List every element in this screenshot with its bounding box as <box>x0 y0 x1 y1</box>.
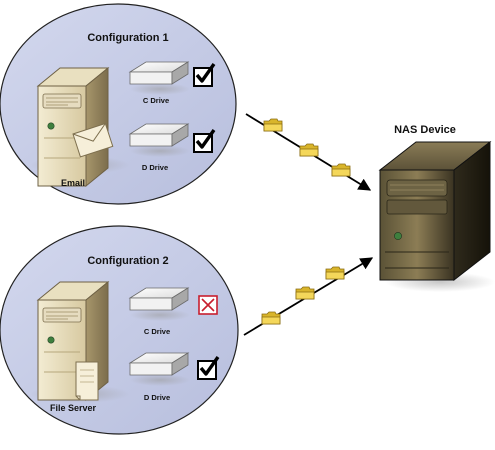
config2-c-drive-cross-icon <box>198 295 218 315</box>
nas-device-group: NAS Device <box>378 124 495 292</box>
file-server-label: File Server <box>50 403 97 413</box>
document-icon <box>75 361 99 401</box>
config1-c-drive-label: C Drive <box>143 96 169 105</box>
backup-flow-2 <box>243 257 374 336</box>
config1-d-drive-check-icon <box>192 128 216 154</box>
nas-device-label: NAS Device <box>394 124 456 136</box>
drive-shadow <box>130 145 190 157</box>
configuration-1-title: Configuration 1 <box>87 32 168 44</box>
folder-icon <box>263 118 283 132</box>
folder-icon <box>331 163 351 177</box>
config1-c-drive-check-icon <box>192 62 216 88</box>
folder-icon <box>299 143 319 157</box>
configuration-2-title: Configuration 2 <box>87 255 168 267</box>
config2-c-drive-label: C Drive <box>144 327 170 336</box>
nas-server-icon <box>378 140 492 282</box>
configuration-2-group: Configuration 2 File Server C Drive D Dr… <box>0 225 239 435</box>
envelope-icon <box>72 122 114 158</box>
backup-flow-1 <box>245 113 372 191</box>
folder-icon <box>325 266 345 280</box>
folder-icon <box>295 286 315 300</box>
drive-shadow <box>130 309 190 321</box>
folder-icon <box>261 311 281 325</box>
email-server-label: Email <box>61 178 85 188</box>
config1-d-drive-label: D Drive <box>142 163 168 172</box>
config2-d-drive-label: D Drive <box>144 393 170 402</box>
configuration-1-group: Configuration 1 Email C Drive D Drive <box>0 3 237 205</box>
drive-shadow <box>130 83 190 95</box>
drive-shadow <box>130 374 190 386</box>
config2-d-drive-check-icon <box>196 355 220 381</box>
